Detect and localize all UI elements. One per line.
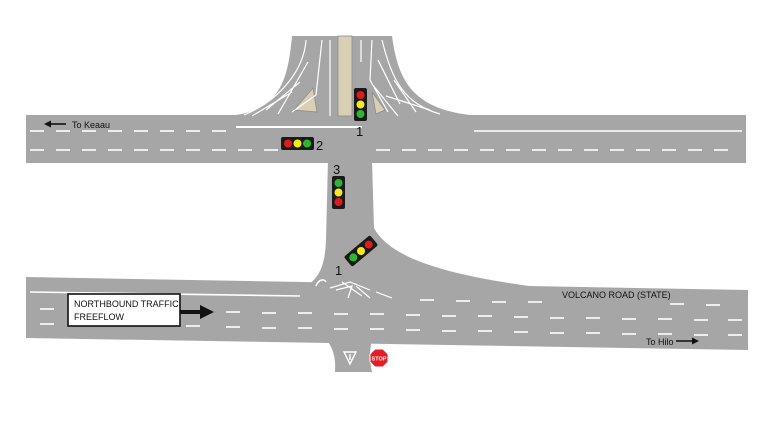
signal-3-number: 3 [333, 162, 340, 177]
upper-lane-markings [30, 130, 742, 151]
signal-1b-lamp-right [364, 240, 373, 249]
signal-1b-lamp-mid [357, 247, 365, 255]
connector-markings [315, 279, 393, 299]
traffic-signal-1b: 1 [335, 235, 378, 278]
northbound-note-box [67, 293, 181, 327]
yield-marking [342, 351, 358, 366]
signal-1b-lamp-left [349, 253, 358, 262]
stop-sign-icon: STOP [369, 348, 389, 368]
traffic-signal-2: 2 [281, 137, 323, 153]
northbound-note: NORTHBOUND TRAFFIC FREEFLOW [67, 293, 181, 327]
upper-road [26, 115, 746, 163]
traffic-signal-1: 1 [354, 88, 367, 139]
connector-road [300, 160, 560, 290]
to-hilo-label: To Hilo [646, 337, 674, 347]
signal-2-lamp-right [303, 139, 311, 148]
arrow-right-icon [676, 337, 699, 345]
signal-2-lamp-left [284, 139, 292, 148]
to-keaau-label: To Keaau [72, 120, 110, 130]
traffic-signal-3: 3 [332, 162, 345, 209]
south-stub [325, 338, 372, 372]
lower-lane-markings [29, 291, 742, 336]
arrow-right-bold-icon [180, 305, 214, 319]
north-approach [236, 36, 470, 115]
signal-1b-number: 1 [335, 263, 342, 278]
signal-1-number: 1 [356, 124, 363, 139]
signal-3-lamp-mid [334, 188, 343, 197]
signal-1-lamp-mid [356, 100, 365, 109]
median-strip [337, 35, 353, 117]
north-islands [236, 35, 441, 128]
signal-3-lamp-top [334, 179, 343, 187]
signal-1-lamp-top [356, 91, 365, 99]
signal-1-lamp-bottom [356, 110, 365, 118]
arrow-left-icon [44, 120, 66, 128]
signal-3-lamp-bottom [334, 198, 343, 206]
northbound-note-line2: FREEFLOW [74, 312, 125, 322]
volcano-road-label: VOLCANO ROAD (STATE) [562, 290, 671, 300]
signal-2-lamp-mid [293, 139, 302, 148]
signal-2-number: 2 [316, 138, 323, 153]
stop-sign-text: STOP [372, 357, 387, 363]
right-island [371, 91, 386, 115]
northbound-note-line1: NORTHBOUND TRAFFIC [74, 299, 179, 309]
